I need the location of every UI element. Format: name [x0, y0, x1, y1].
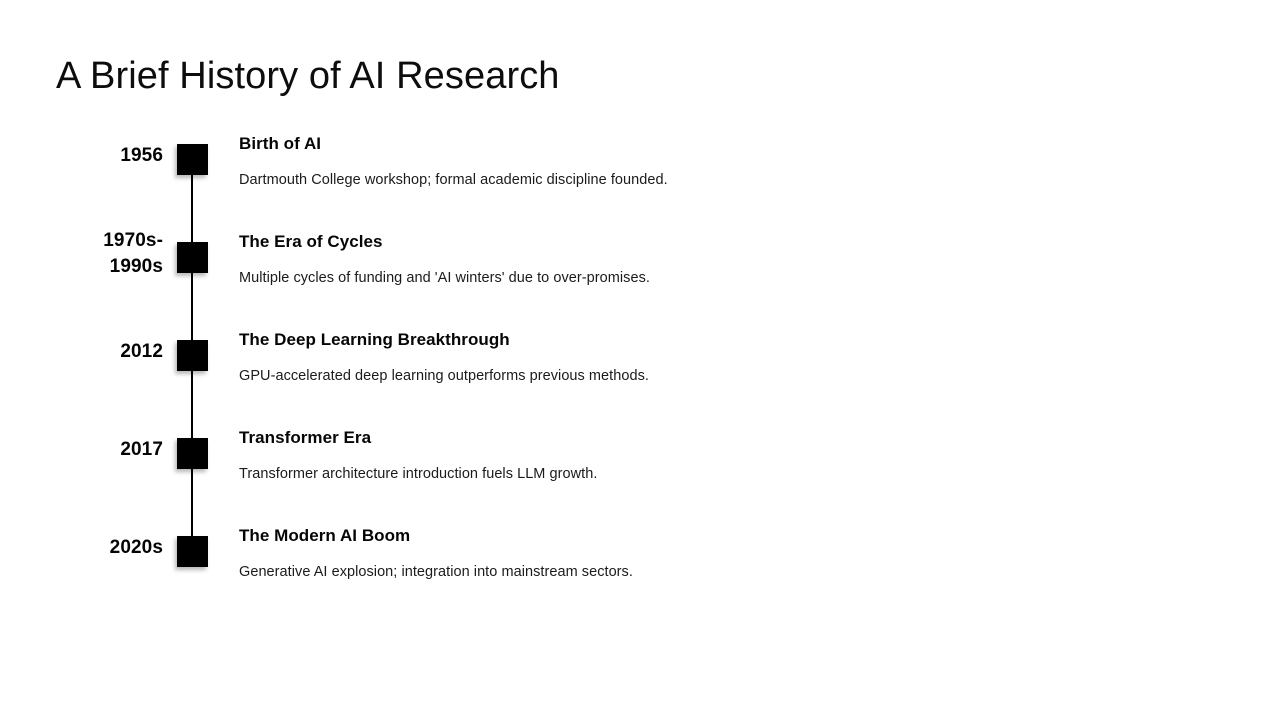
timeline-entry: 2012 The Deep Learning Breakthrough GPU-…: [0, 330, 1100, 433]
timeline-year-label: 2017: [120, 439, 163, 460]
timeline-year-line: 1970s-: [103, 230, 163, 251]
timeline-entry-body: Transformer Era Transformer architecture…: [239, 426, 1099, 484]
timeline-entry: 2017 Transformer Era Transformer archite…: [0, 428, 1100, 531]
timeline-marker-square: [177, 536, 208, 567]
timeline-year-label: 2020s: [109, 537, 163, 558]
timeline-year-label: 2012: [120, 341, 163, 362]
page-title: A Brief History of AI Research: [56, 55, 560, 97]
timeline-entry-description: Dartmouth College workshop; formal acade…: [239, 172, 668, 188]
timeline-entry-description: GPU-accelerated deep learning outperform…: [239, 368, 649, 384]
timeline-entry: 2020s The Modern AI Boom Generative AI e…: [0, 526, 1100, 629]
timeline-marker-square: [177, 438, 208, 469]
timeline-entry-title: The Modern AI Boom: [239, 526, 411, 545]
timeline-entry: 1956 Birth of AI Dartmouth College works…: [0, 134, 1100, 237]
timeline-entry-body: Birth of AI Dartmouth College workshop; …: [239, 132, 1099, 190]
timeline-year-line: 1990s: [109, 256, 163, 277]
timeline-entry-body: The Era of Cycles Multiple cycles of fun…: [239, 230, 1099, 288]
timeline-entry-title: Birth of AI: [239, 134, 322, 153]
timeline-entry-description: Transformer architecture introduction fu…: [239, 466, 598, 482]
timeline-marker-square: [177, 144, 208, 175]
timeline-entry-title: The Era of Cycles: [239, 232, 383, 251]
timeline-entry-body: The Deep Learning Breakthrough GPU-accel…: [239, 328, 1099, 386]
timeline-entry-title: The Deep Learning Breakthrough: [239, 330, 510, 349]
timeline-year-label: 1970s- 1990s: [0, 228, 163, 280]
timeline-entry-title: Transformer Era: [239, 428, 372, 447]
timeline-marker-square: [177, 340, 208, 371]
timeline-entry-description: Generative AI explosion; integration int…: [239, 564, 633, 580]
timeline-entry: 1970s- 1990s The Era of Cycles Multiple …: [0, 230, 1100, 335]
timeline-marker-square: [177, 242, 208, 273]
timeline-entry-body: The Modern AI Boom Generative AI explosi…: [239, 524, 1099, 582]
timeline-entry-description: Multiple cycles of funding and 'AI winte…: [239, 270, 650, 286]
timeline-year-label: 1956: [120, 145, 163, 166]
